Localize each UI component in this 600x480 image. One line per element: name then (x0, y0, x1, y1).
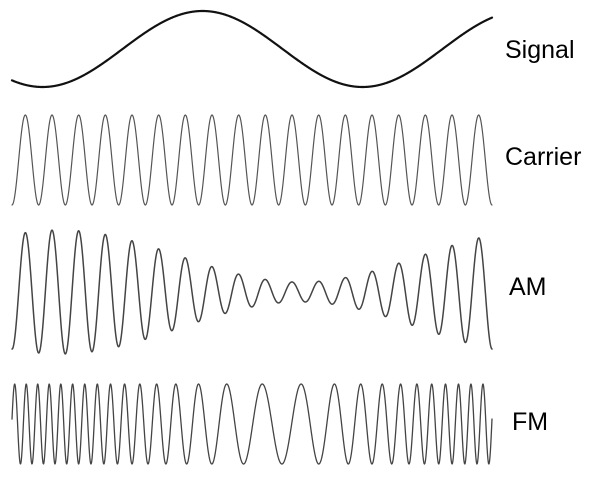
carrier-row: Carrier (11, 114, 581, 206)
signal-label: Signal (505, 36, 575, 64)
am-row: AM (11, 229, 547, 355)
fm-waveform (11, 383, 493, 465)
signal-row: Signal (10, 9, 575, 89)
fm-row: FM (11, 383, 548, 465)
signal-waveform (10, 9, 494, 89)
am-label: AM (509, 273, 547, 301)
carrier-label: Carrier (505, 143, 581, 171)
am-waveform (11, 229, 493, 355)
fm-label: FM (512, 408, 548, 436)
carrier-waveform (11, 114, 493, 206)
